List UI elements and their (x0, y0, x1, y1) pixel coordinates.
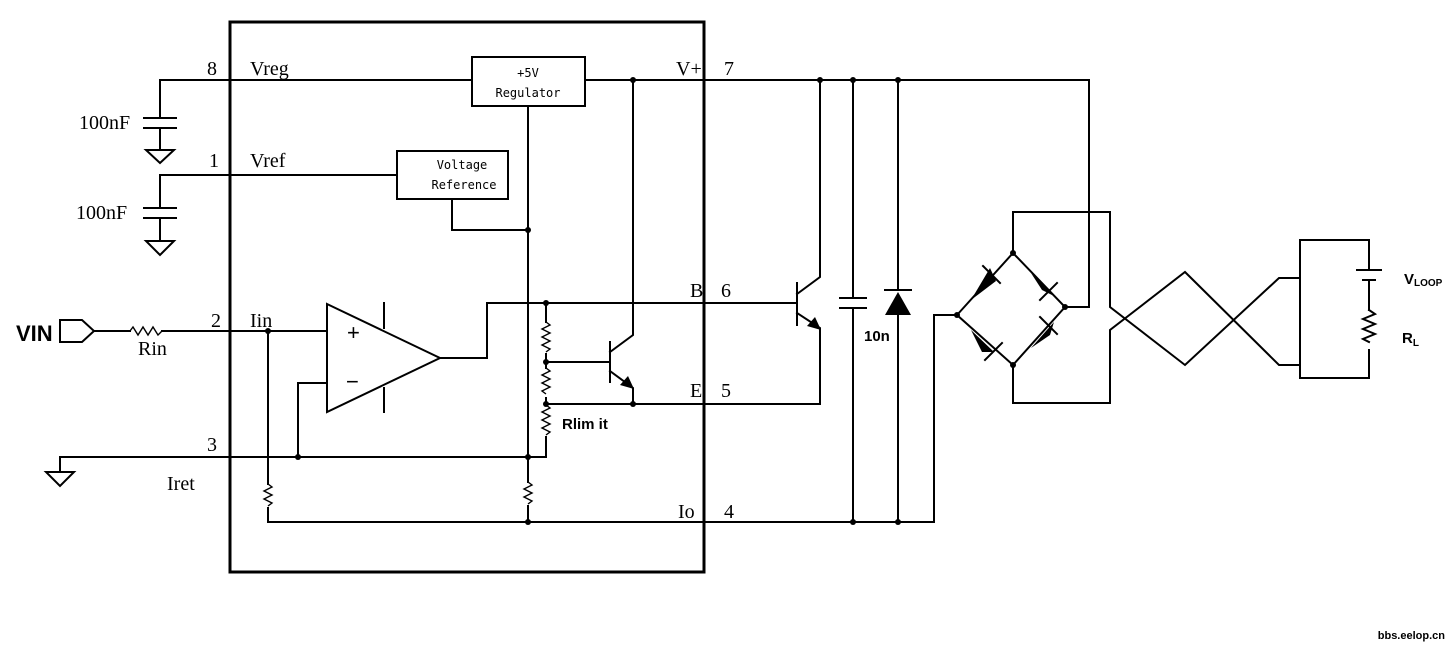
output-capacitor (839, 79, 867, 523)
rin-resistor (129, 325, 163, 337)
vloop-sub: LOOP (1414, 278, 1443, 289)
pin-8-number: 8 (207, 58, 217, 80)
watermark: bbs.eelop.cn (1378, 630, 1446, 642)
opamp-minus-sign: − (346, 369, 359, 394)
pin-2-number: 2 (211, 310, 221, 332)
rlimit-resistor-top (540, 321, 552, 353)
return-resistor (522, 481, 534, 505)
pin-3-name: Iret (167, 473, 195, 495)
rl-sub: L (1413, 338, 1419, 349)
pin-4-name: Io (678, 501, 695, 523)
opamp-output-wire (439, 302, 796, 359)
regulator-line2: Regulator (495, 86, 560, 100)
pin-6-number: 6 (721, 280, 731, 302)
io-wire (267, 314, 958, 523)
opamp-inverting-wire (297, 382, 328, 458)
iret-ground-symbol (43, 456, 77, 488)
vin-label: VIN (16, 321, 53, 346)
cap-out-label: 10n (864, 328, 890, 345)
vloop-label: VLOOP (1404, 271, 1443, 289)
op-amp (326, 302, 443, 414)
rlimit-resistor-bottom (540, 404, 552, 436)
vref-decoupling-capacitor (143, 174, 398, 257)
vreg-decoupling-capacitor (143, 79, 473, 165)
rl-label: RL (1402, 330, 1419, 349)
external-pass-transistor (795, 79, 821, 339)
load-resistor (1360, 308, 1378, 344)
cap-vref-label: 100nF (76, 202, 127, 224)
pin-8-name: Vreg (250, 58, 289, 80)
current-limit-transistor (545, 79, 634, 405)
pin-6-name: B (690, 280, 703, 302)
reference-ground-wire (451, 198, 529, 231)
pin-7-number: 7 (724, 58, 734, 80)
rin-label: Rin (138, 338, 167, 360)
regulator-block (471, 56, 586, 107)
pin-3-number: 3 (207, 434, 217, 456)
vin-input-connector (59, 319, 96, 343)
emitter-wire (545, 337, 821, 405)
pin-5-number: 5 (721, 380, 731, 402)
junction-dots (265, 77, 1068, 525)
vloop-main: V (1404, 271, 1414, 288)
reference-line1: Voltage (437, 158, 488, 172)
pin-1-name: Vref (250, 150, 286, 172)
pin-1-number: 1 (209, 150, 219, 172)
ic-package-outline (228, 20, 706, 574)
rl-main: R (1402, 330, 1413, 347)
rlimit-resistor-mid (540, 367, 552, 395)
regulator-to-vplus-wire (584, 79, 1090, 308)
rlimit-label: Rlim it (562, 416, 608, 433)
regulator-line1: +5V (517, 66, 539, 80)
pin-7-name: V+ (676, 58, 702, 80)
iin-sense-resistor (262, 483, 274, 507)
pin-5-name: E (690, 380, 702, 402)
bridge-rectifier (955, 211, 1301, 404)
loop-supply-and-load (1299, 239, 1382, 379)
pin-4-number: 4 (724, 501, 734, 523)
reference-line2: Reference (431, 178, 496, 192)
protection-diode (884, 79, 912, 523)
cap-vreg-label: 100nF (79, 112, 130, 134)
pin-2-name: Iin (250, 310, 272, 332)
opamp-plus-sign: + (347, 320, 360, 345)
